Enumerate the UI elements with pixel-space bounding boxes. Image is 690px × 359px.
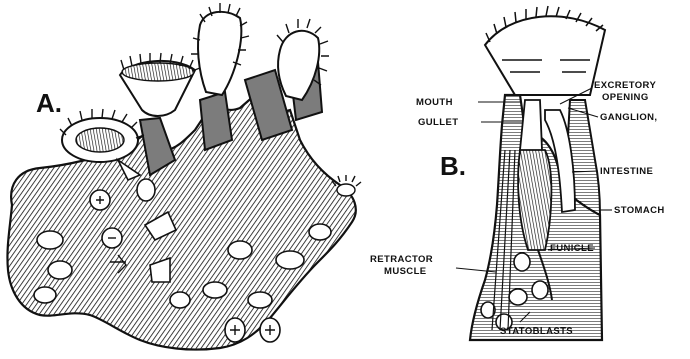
gullet xyxy=(520,100,542,155)
label-mouth: MOUTH xyxy=(416,97,453,108)
label-retractor: RETRACTOR xyxy=(370,254,433,265)
label-ganglion: GANGLION, xyxy=(600,112,657,123)
label-stomach: STOMACH xyxy=(614,205,665,216)
label-intestine: INTESTINE xyxy=(600,166,653,177)
zooid-tube-2 xyxy=(200,92,232,150)
panel-a-label: A. xyxy=(36,88,62,118)
label-opening: OPENING xyxy=(602,92,649,103)
label-statoblasts: STATOBLASTS xyxy=(500,326,573,337)
panel-b-label: B. xyxy=(440,151,466,181)
label-funicle: FUNICLE xyxy=(550,243,594,254)
panel-a-colony: A. xyxy=(7,3,361,350)
label-muscle: MUSCLE xyxy=(384,266,427,277)
label-excretory: EXCRETORY xyxy=(594,80,656,91)
lophophore-crown-3 xyxy=(191,3,249,95)
panel-b-section: B. MOUTH GULLET EXCRETORY OPENING GANGLI… xyxy=(370,6,665,340)
label-gullet: GULLET xyxy=(418,117,458,128)
stomach-sac xyxy=(518,150,551,250)
lophophore-crown-4 xyxy=(277,19,329,100)
tentacle-crown xyxy=(485,6,605,95)
lophophore-crown-2 xyxy=(120,53,195,116)
colony-body xyxy=(7,95,355,350)
